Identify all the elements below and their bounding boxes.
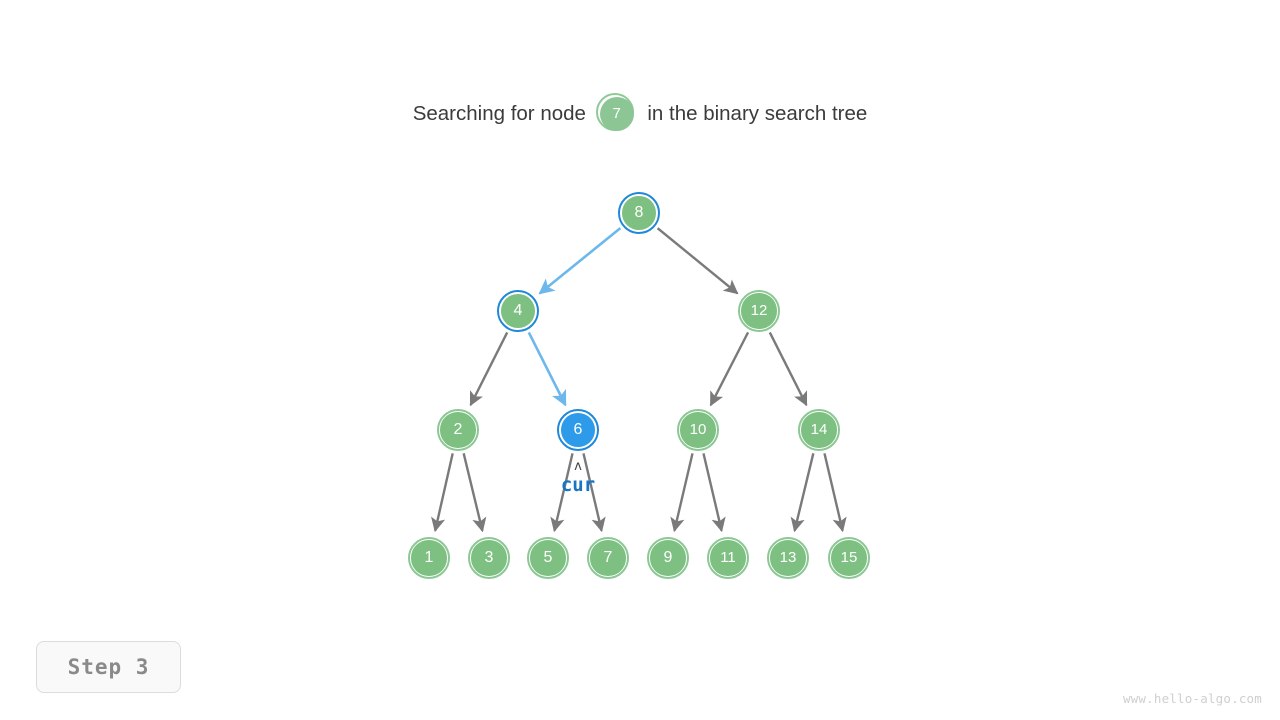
tree-node-ring — [408, 537, 450, 579]
tree-edge — [538, 227, 622, 295]
tree-node-ring — [618, 192, 660, 234]
tree-node-13[interactable]: 13 — [767, 537, 809, 579]
tree-node-ring — [527, 537, 569, 579]
tree-node-value: 12 — [741, 293, 777, 329]
tree-node-3[interactable]: 3 — [468, 537, 510, 579]
tree-node-value: 14 — [801, 412, 837, 448]
tree-node-value: 15 — [831, 540, 867, 576]
tree-node-5[interactable]: 5 — [527, 537, 569, 579]
tree-node-value: 5 — [530, 540, 566, 576]
tree-edge — [582, 453, 606, 533]
cur-caret-icon: ʌ — [574, 459, 582, 474]
title-prefix: Searching for node — [412, 102, 586, 125]
tree-node-value: 6 — [561, 413, 595, 447]
tree-node-ring — [828, 537, 870, 579]
tree-edge — [656, 227, 739, 295]
watermark-text: www.hello-algo.com — [1122, 691, 1262, 706]
tree-node-ring — [707, 537, 749, 579]
tree-edge — [431, 453, 454, 533]
tree-node-value: 13 — [770, 540, 806, 576]
step-badge-label: Step 3 — [67, 655, 150, 679]
tree-node-ring — [798, 409, 840, 451]
tree-node-11[interactable]: 11 — [707, 537, 749, 579]
tree-node-9[interactable]: 9 — [647, 537, 689, 579]
tree-edge — [823, 453, 847, 533]
tree-node-value: 11 — [710, 540, 746, 576]
tree-node-ring — [437, 409, 479, 451]
tree-edge — [462, 453, 487, 533]
page-title: Searching for node 7 in the binary searc… — [0, 93, 1280, 135]
tree-edge — [702, 453, 726, 533]
title-target-node: 7 — [595, 93, 638, 135]
cur-label: cur — [560, 474, 596, 496]
tree-edge — [670, 453, 694, 533]
tree-node-ring — [677, 409, 719, 451]
tree-node-ring — [587, 537, 629, 579]
tree-node-value: 3 — [471, 540, 507, 576]
tree-node-ring — [557, 409, 599, 451]
tree-node-4[interactable]: 4 — [497, 290, 539, 332]
tree-node-7[interactable]: 7 — [587, 537, 629, 579]
tree-node-8[interactable]: 8 — [618, 192, 660, 234]
tree-node-ring — [647, 537, 689, 579]
tree-node-ring — [468, 537, 510, 579]
tree-node-10[interactable]: 10 — [677, 409, 719, 451]
watermark: www.hello-algo.com — [1123, 691, 1262, 706]
tree-node-value: 2 — [440, 412, 476, 448]
tree-edge — [527, 331, 567, 407]
title-target-node-value: 7 — [599, 97, 634, 131]
tree-node-value: 7 — [590, 540, 626, 576]
tree-edge — [790, 453, 815, 533]
tree-edge — [768, 331, 808, 407]
tree-node-value: 9 — [650, 540, 686, 576]
cur-pointer: ʌ cur — [538, 459, 618, 497]
tree-node-15[interactable]: 15 — [828, 537, 870, 579]
tree-node-value: 4 — [501, 294, 535, 328]
tree-node-ring — [738, 290, 780, 332]
tree-node-value: 1 — [411, 540, 447, 576]
tree-node-2[interactable]: 2 — [437, 409, 479, 451]
tree-node-12[interactable]: 12 — [738, 290, 780, 332]
title-suffix: in the binary search tree — [647, 102, 868, 125]
tree-edge — [469, 331, 509, 407]
tree-edge — [550, 453, 574, 533]
tree-node-value: 8 — [622, 196, 656, 230]
tree-node-14[interactable]: 14 — [798, 409, 840, 451]
tree-node-ring — [767, 537, 809, 579]
tree-node-ring — [497, 290, 539, 332]
tree-node-6[interactable]: 6 — [557, 409, 599, 451]
tree-node-value: 10 — [680, 412, 716, 448]
step-badge: Step 3 — [36, 641, 181, 693]
tree-edge — [709, 331, 750, 407]
tree-node-1[interactable]: 1 — [408, 537, 450, 579]
